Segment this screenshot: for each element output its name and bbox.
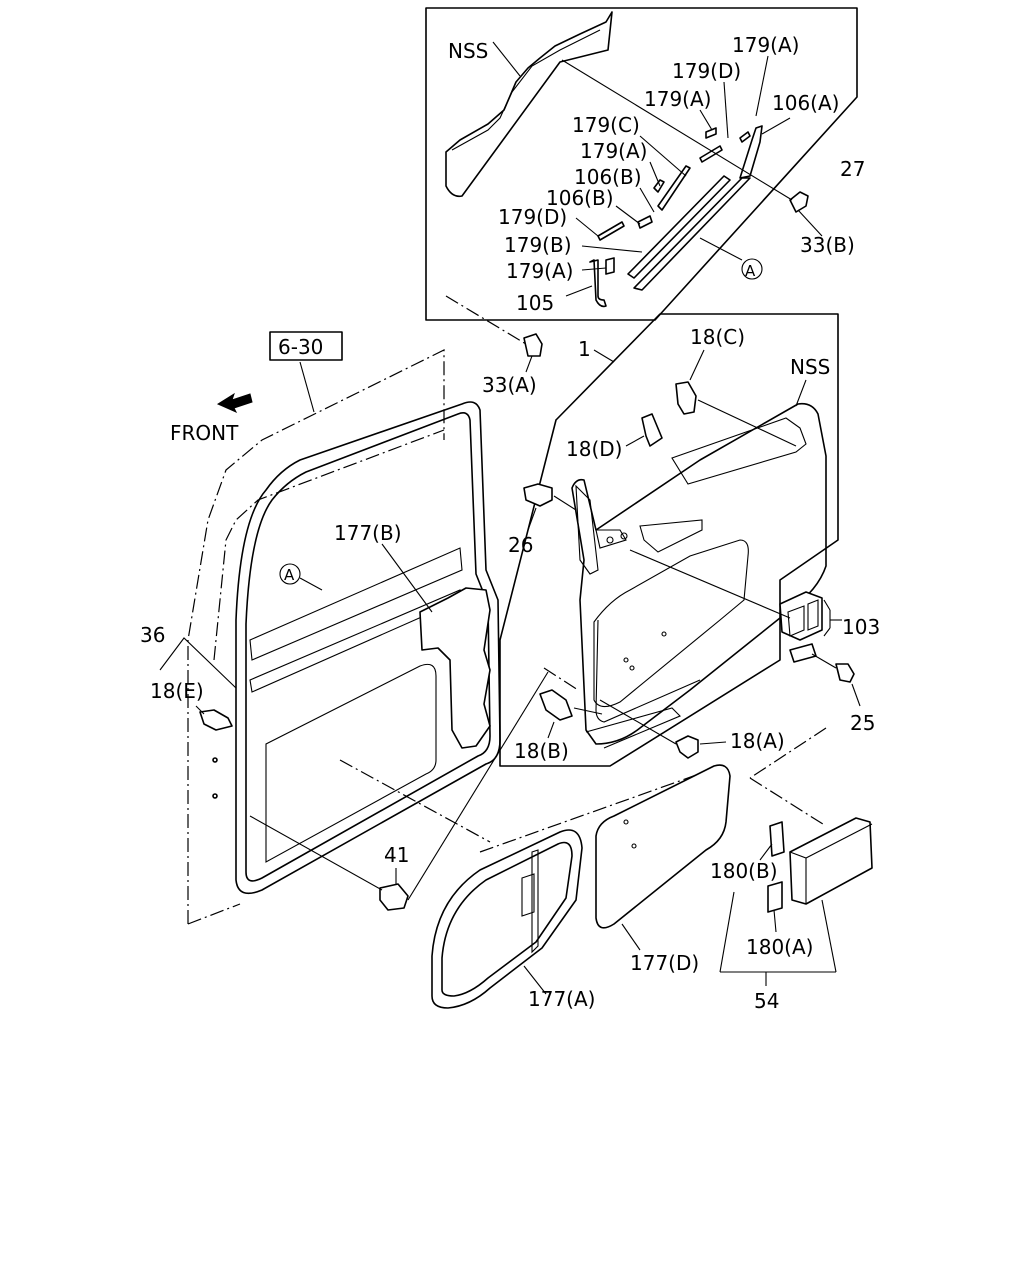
front-arrow-icon (216, 392, 253, 414)
label-1: 1 (578, 337, 591, 361)
label-18d: 18(D) (566, 437, 622, 461)
door-trim-panel (571, 402, 827, 749)
label-106b-1: 106(B) (574, 165, 642, 189)
label-177b: 177(B) (334, 521, 402, 545)
clip-26 (523, 483, 553, 507)
label-179a-4: 179(A) (506, 259, 573, 283)
strip-179b-2 (627, 175, 731, 279)
clip-18e (199, 709, 233, 731)
nss-strip-top (445, 11, 613, 198)
trim-177b (419, 587, 491, 749)
window-177a (431, 829, 583, 1009)
label-179c: 179(C) (572, 113, 640, 137)
label-nss-mid: NSS (790, 355, 830, 379)
label-26: 26 (508, 533, 533, 557)
label-179b: 179(B) (504, 233, 572, 257)
strip-106a (739, 125, 763, 179)
label-179a-3: 179(A) (580, 139, 647, 163)
inset-27: NSS 179(A) 179(D) 179(A) 106(A) 179(C) 1… (425, 7, 865, 321)
label-18a: 18(A) (730, 729, 785, 753)
label-33b: 33(B) (800, 233, 855, 257)
label-6-30: 6-30 (278, 335, 323, 359)
label-36: 36 (140, 623, 165, 647)
label-33a: 33(A) (482, 373, 537, 397)
trim-box-1 (499, 313, 839, 767)
clip-105 (589, 259, 607, 308)
label-25: 25 (850, 711, 875, 735)
label-front: FRONT (170, 421, 239, 445)
circle-a-top-letter: A (745, 262, 756, 280)
pad-180b (769, 821, 785, 857)
label-179d-1: 179(D) (672, 59, 741, 83)
label-54: 54 (754, 989, 779, 1013)
block-54 (789, 817, 873, 905)
door-outline (187, 349, 445, 925)
label-106a: 106(A) (772, 91, 839, 115)
circle-a-top (741, 258, 763, 280)
label-18c: 18(C) (690, 325, 745, 349)
label-180b: 180(B) (710, 859, 778, 883)
circle-a-left-letter: A (284, 566, 295, 584)
label-177d: 177(D) (630, 951, 699, 975)
label-177a: 177(A) (528, 987, 595, 1011)
label-103: 103 (842, 615, 880, 639)
clip-18a (675, 735, 699, 759)
label-41: 41 (384, 843, 409, 867)
label-179d-2: 179(D) (498, 205, 567, 229)
label-180a: 180(A) (746, 935, 813, 959)
label-106b-2: 106(B) (546, 186, 614, 210)
part-103 (779, 591, 823, 641)
label-179a-2: 179(A) (644, 87, 711, 111)
label-18b: 18(B) (514, 739, 569, 763)
door-weatherstrip (212, 401, 501, 895)
clip-18d (641, 413, 663, 447)
label-18e: 18(E) (150, 679, 204, 703)
label-27: 27 (840, 157, 865, 181)
pad-180a (767, 881, 783, 913)
label-nss-top: NSS (448, 39, 488, 63)
clip-33a (523, 333, 543, 357)
inset-27-frame (425, 7, 858, 321)
label-105: 105 (516, 291, 554, 315)
label-179a-1: 179(A) (732, 33, 799, 57)
clip-41 (379, 883, 409, 911)
strip-179b (633, 177, 751, 291)
clip-18c (675, 381, 697, 415)
circle-a-left (279, 563, 301, 585)
ref-box-6-30 (269, 331, 343, 361)
clip-33b (789, 191, 809, 213)
screw-25 (835, 663, 855, 683)
pad-177d (595, 764, 731, 929)
clip-18b (539, 689, 573, 721)
